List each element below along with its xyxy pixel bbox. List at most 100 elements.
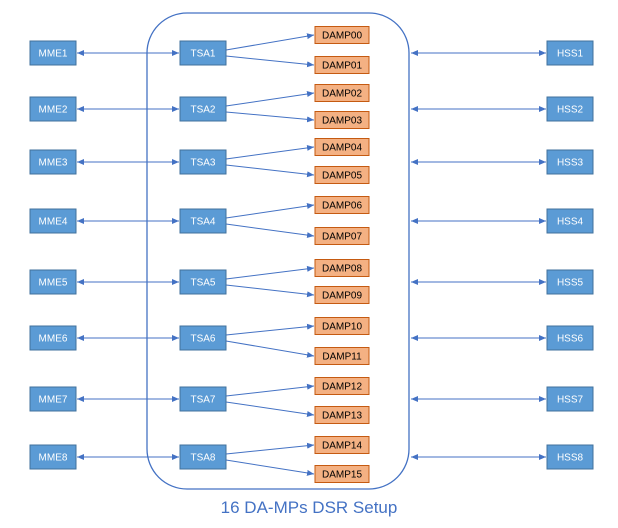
tsa-damp-link-2 [225,91,315,107]
tsa-damp-link-3 [225,111,315,123]
mme-node-7-label: MME7 [39,395,68,406]
hss-node-8-label: HSS8 [557,453,584,464]
damp-node-11: DAMP11 [314,347,370,365]
damp-node-3-label: DAMP03 [322,116,362,127]
mme-node-2: MME2 [29,96,77,122]
damp-node-12: DAMP12 [314,377,370,395]
tsa-damp-link-13 [225,401,315,417]
tsa-damp-link-8 [225,265,315,280]
damp-node-10-label: DAMP10 [322,322,362,333]
tsa-node-4: TSA4 [179,208,227,234]
damp-node-13-label: DAMP13 [322,411,362,422]
tsa-damp-link-15 [225,459,315,476]
tsa-node-3-label: TSA3 [190,158,215,169]
mme-node-4: MME4 [29,208,77,234]
damp-node-0-label: DAMP00 [322,31,362,42]
damp-node-5: DAMP05 [314,166,370,184]
damp-node-11-label: DAMP11 [322,352,362,363]
connection-lines [77,33,546,476]
damp-node-15-label: DAMP15 [322,470,362,481]
tsa-damp-link-11 [225,340,315,358]
mme-node-5-label: MME5 [39,278,68,289]
hss-node-1: HSS1 [546,40,594,66]
mme-node-8: MME8 [29,444,77,470]
damp-node-9-label: DAMP09 [322,291,362,302]
tsa-node-8: TSA8 [179,444,227,470]
mme-node-3-label: MME3 [39,158,68,169]
tsa-damp-link-10 [225,323,315,336]
mme-node-5: MME5 [29,269,77,295]
tsa-node-1: TSA1 [179,40,227,66]
tsa-node-2-label: TSA2 [190,105,215,116]
damp-node-0: DAMP00 [314,26,370,44]
damp-node-8-label: DAMP08 [322,264,362,275]
mme-node-4-label: MME4 [39,217,68,228]
tsa-node-3: TSA3 [179,149,227,175]
tsa-damp-link-12 [225,383,315,397]
damp-node-2-label: DAMP02 [322,89,362,100]
tsa-node-8-label: TSA8 [190,453,215,464]
damp-node-1: DAMP01 [314,56,370,74]
tsa-node-6-label: TSA6 [190,334,215,345]
hss-node-4-label: HSS4 [557,217,584,228]
mme-node-1: MME1 [29,40,77,66]
hss-node-8: HSS8 [546,444,594,470]
damp-node-2: DAMP02 [314,84,370,102]
hss-node-3-label: HSS3 [557,158,584,169]
damp-node-15: DAMP15 [314,465,370,483]
damp-node-9: DAMP09 [314,286,370,304]
hss-node-6-label: HSS6 [557,334,584,345]
damp-node-4: DAMP04 [314,138,370,156]
damp-node-10: DAMP10 [314,317,370,335]
tsa-node-1-label: TSA1 [190,49,215,60]
damp-node-8: DAMP08 [314,259,370,277]
tsa-node-7-label: TSA7 [190,395,215,406]
hss-node-1-label: HSS1 [557,49,584,60]
damp-node-6-label: DAMP06 [322,201,362,212]
hss-node-5-label: HSS5 [557,278,584,289]
mme-node-7: MME7 [29,386,77,412]
mme-node-6: MME6 [29,325,77,351]
tsa-damp-link-1 [225,55,315,68]
damp-node-7-label: DAMP07 [322,232,362,243]
tsa-node-4-label: TSA4 [190,217,215,228]
tsa-damp-link-0 [225,33,315,51]
mme-node-6-label: MME6 [39,334,68,345]
damp-node-4-label: DAMP04 [322,143,362,154]
mme-node-8-label: MME8 [39,453,68,464]
hss-node-7: HSS7 [546,386,594,412]
tsa-damp-link-14 [225,442,315,455]
tsa-damp-link-4 [225,144,315,160]
tsa-node-6: TSA6 [179,325,227,351]
damp-node-14-label: DAMP14 [322,441,362,452]
damp-node-7: DAMP07 [314,227,370,245]
hss-node-4: HSS4 [546,208,594,234]
hss-node-5: HSS5 [546,269,594,295]
tsa-node-5-label: TSA5 [190,278,215,289]
mme-node-1-label: MME1 [39,49,68,60]
damp-node-5-label: DAMP05 [322,171,362,182]
damp-node-1-label: DAMP01 [322,61,362,72]
tsa-node-2: TSA2 [179,96,227,122]
hss-node-7-label: HSS7 [557,395,584,406]
tsa-damp-link-9 [225,284,315,298]
damp-node-12-label: DAMP12 [322,382,362,393]
hss-node-6: HSS6 [546,325,594,351]
tsa-node-5: TSA5 [179,269,227,295]
tsa-damp-link-6 [225,203,315,219]
damp-node-3: DAMP03 [314,111,370,129]
hss-node-3: HSS3 [546,149,594,175]
damp-node-13: DAMP13 [314,406,370,424]
hss-node-2: HSS2 [546,96,594,122]
damp-node-6: DAMP06 [314,196,370,214]
damp-node-14: DAMP14 [314,436,370,454]
diagram-caption: 16 DA-MPs DSR Setup [220,498,398,517]
dsr-container [146,12,410,490]
tsa-node-7: TSA7 [179,386,227,412]
tsa-damp-link-7 [225,223,315,239]
hss-node-2-label: HSS2 [557,105,584,116]
mme-node-2-label: MME2 [39,105,68,116]
tsa-damp-link-5 [225,164,315,178]
